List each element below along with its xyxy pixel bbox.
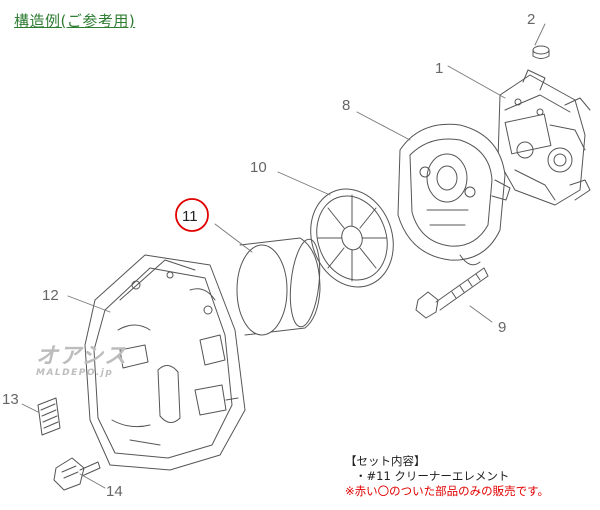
part-10-filter-holder xyxy=(310,188,394,288)
set-contents-note: ※赤い〇のついた部品のみの販売です。 xyxy=(345,484,549,498)
callout-11: 11 xyxy=(182,208,198,225)
part-12-cover xyxy=(84,254,246,471)
watermark-main: オアシス xyxy=(36,344,128,369)
part-1-carburetor xyxy=(497,69,591,206)
callout-14: 14 xyxy=(106,483,123,500)
callout-1: 1 xyxy=(435,60,443,77)
highlight-circle xyxy=(175,198,209,232)
part-9-bolt xyxy=(415,267,489,319)
part-2-cap xyxy=(532,45,550,59)
callout-2: 2 xyxy=(527,11,535,28)
part-11-cleaner-element xyxy=(236,237,321,336)
page-title: 構造例(ご参考用) xyxy=(14,12,136,30)
part-14-knob xyxy=(53,457,101,491)
watermark: オアシス MALDEPO.jp xyxy=(36,338,127,378)
watermark-sub: MALDEPO.jp xyxy=(36,368,114,378)
set-contents: 【セット内容】 ・#11 クリーナーエレメント ※赤い〇のついた部品のみの販売で… xyxy=(345,454,595,499)
callout-9: 9 xyxy=(498,319,506,336)
callout-12: 12 xyxy=(42,287,59,304)
set-contents-item: ・#11 クリーナーエレメント xyxy=(355,469,510,483)
callout-8: 8 xyxy=(342,97,350,114)
set-contents-header: 【セット内容】 xyxy=(345,454,426,468)
callout-13: 13 xyxy=(2,391,19,408)
part-13-sheet xyxy=(37,397,61,436)
callout-10: 10 xyxy=(250,159,267,176)
part-8-housing xyxy=(397,123,511,266)
